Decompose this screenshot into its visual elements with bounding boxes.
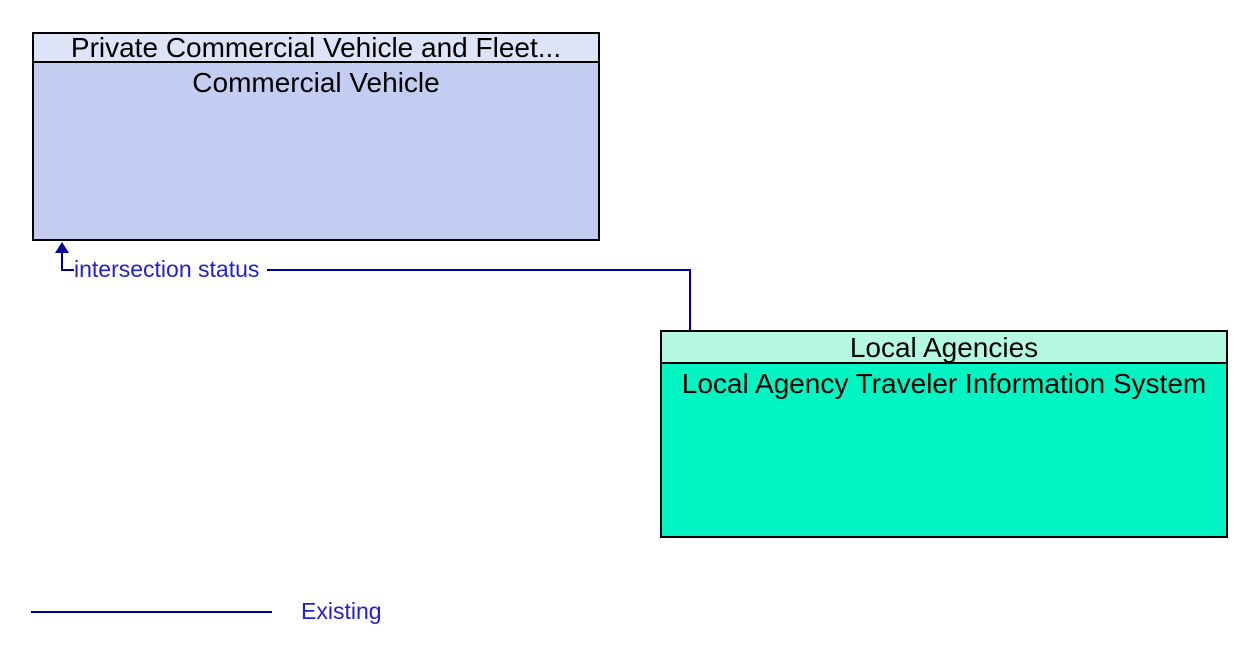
flow-line-vertical-right xyxy=(689,269,691,330)
legend-existing-line xyxy=(31,611,272,613)
flow-label-intersection-status[interactable]: intersection status xyxy=(74,256,260,282)
entity-group-title: Private Commercial Vehicle and Fleet... xyxy=(34,34,598,63)
flow-line-horizontal-stub xyxy=(61,269,74,271)
entity-name-label: Local Agency Traveler Information System xyxy=(681,368,1207,399)
flow-line-horizontal-main xyxy=(267,269,691,271)
flow-arrowhead-up-icon xyxy=(55,242,69,253)
flow-line-vertical-left xyxy=(61,250,63,271)
entity-box-commercial-vehicle[interactable]: Private Commercial Vehicle and Fleet... … xyxy=(32,32,600,241)
entity-name-label: Commercial Vehicle xyxy=(192,67,440,98)
entity-box-local-agency-traveler-information-system[interactable]: Local Agencies Local Agency Traveler Inf… xyxy=(660,330,1228,538)
legend-existing-label: Existing xyxy=(301,598,382,624)
entity-group-title: Local Agencies xyxy=(662,332,1226,364)
